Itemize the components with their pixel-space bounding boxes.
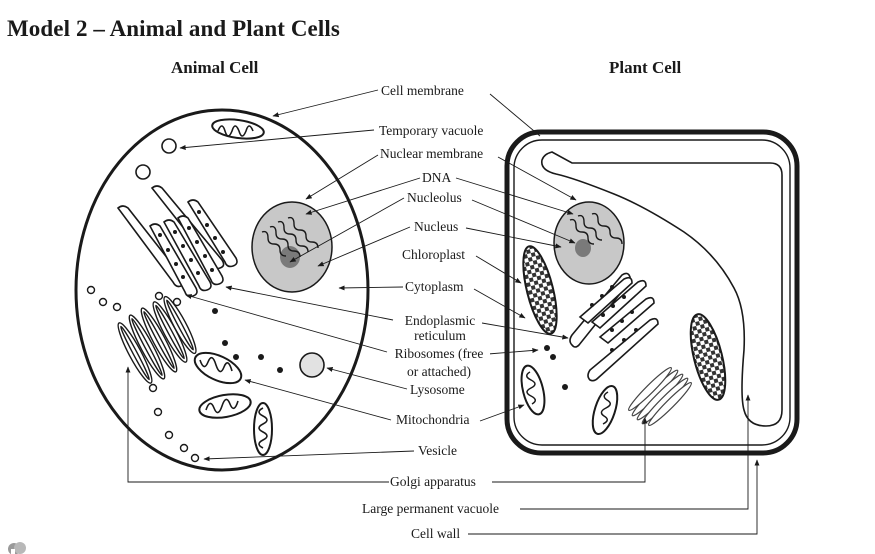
label-cell-wall: Cell wall <box>410 526 462 541</box>
plant-cell <box>504 129 800 456</box>
plant-mitochondrion <box>591 385 619 435</box>
label-er-line2: reticulum <box>414 328 466 343</box>
plant-attached-ribosomes <box>590 285 638 352</box>
attached-ribosomes <box>158 210 225 279</box>
plant-chloroplast <box>522 245 558 335</box>
vesicles <box>86 285 200 463</box>
label-cytoplasm: Cytoplasm <box>404 279 465 294</box>
animal-cell-membrane <box>74 108 370 472</box>
label-nucleus: Nucleus <box>413 219 460 234</box>
label-lysosome: Lysosome <box>409 382 466 397</box>
animal-cell <box>74 108 370 472</box>
label-er-line1: Endoplasmic <box>404 313 476 328</box>
label-nucleolus: Nucleolus <box>406 190 463 205</box>
label-mitochondria: Mitochondria <box>395 412 471 427</box>
animal-mitochondrion <box>193 351 243 385</box>
temporary-vacuole <box>135 164 151 180</box>
animal-mitochondrion <box>198 393 252 419</box>
animal-cell-heading: Animal Cell <box>171 58 259 77</box>
label-cell-membrane: Cell membrane <box>380 83 465 98</box>
animal-endoplasmic-reticulum <box>116 185 238 298</box>
label-chloroplast: Chloroplast <box>401 247 466 262</box>
label-ribosomes-line2: or attached) <box>406 364 472 379</box>
plant-nucleolus <box>575 239 591 257</box>
label-ribosomes-line1: Ribosomes (free <box>394 346 484 361</box>
large-permanent-vacuole <box>540 151 783 427</box>
plant-cell-wall <box>504 129 800 456</box>
plant-chloroplast <box>689 313 727 401</box>
free-ribosomes <box>212 308 283 373</box>
label-endoplasmic-reticulum: Endoplasmic reticulum <box>398 313 482 343</box>
lysosome <box>299 352 325 378</box>
plant-cell-heading: Plant Cell <box>609 58 682 77</box>
animal-golgi-apparatus <box>117 295 197 384</box>
plant-free-ribosomes <box>544 345 568 390</box>
label-temporary-vacuole: Temporary vacuole <box>378 123 485 138</box>
plant-golgi-apparatus <box>627 366 693 427</box>
plant-cell-membrane <box>513 139 791 446</box>
temporary-vacuole <box>161 138 177 154</box>
plant-mitochondrion <box>520 364 546 416</box>
label-nuclear-membrane: Nuclear membrane <box>379 146 485 161</box>
label-dna: DNA <box>421 170 453 185</box>
plant-nucleus <box>553 201 625 285</box>
animal-mitochondrion <box>253 402 273 456</box>
animal-nucleus <box>251 201 333 293</box>
page-title: Model 2 – Animal and Plant Cells <box>7 16 340 41</box>
label-vesicle: Vesicle <box>417 443 458 458</box>
label-golgi-apparatus: Golgi apparatus <box>389 474 477 489</box>
plant-endoplasmic-reticulum <box>569 272 659 382</box>
label-large-permanent-vacuole: Large permanent vacuole <box>361 501 500 516</box>
label-ribosomes: Ribosomes (free or attached) <box>388 345 490 381</box>
leader-lines <box>125 89 760 535</box>
animal-mitochondrion <box>211 118 265 140</box>
